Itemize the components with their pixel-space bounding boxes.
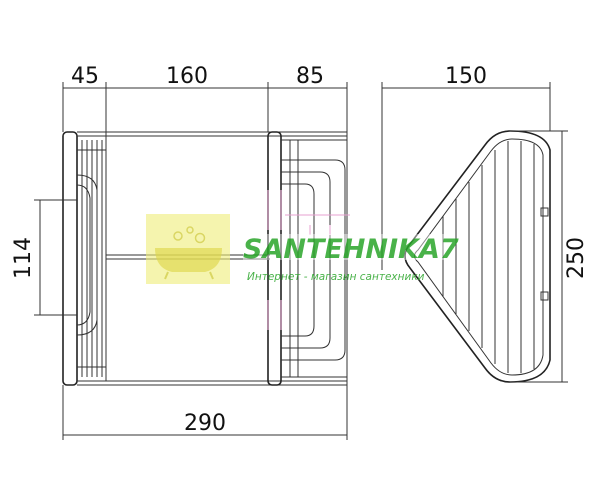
dim-left-height: 114 <box>11 237 36 279</box>
left-basket-wires <box>76 140 106 377</box>
dim-top-right: 85 <box>296 64 324 89</box>
pink-accents <box>267 190 350 330</box>
right-wall-plate <box>267 131 282 386</box>
bathtub-icon <box>155 226 222 280</box>
watermark-subtitle: Интернет - магазин сантехники <box>247 271 425 283</box>
right-basket-wires <box>281 132 348 385</box>
dimension-lines <box>34 82 568 440</box>
front-view <box>62 131 350 386</box>
dim-top-left: 45 <box>71 64 99 89</box>
dim-bottom-width: 290 <box>184 411 226 436</box>
dim-top-side: 150 <box>445 64 487 89</box>
side-view <box>404 130 551 383</box>
watermark: SANTEHNIKA7 Интернет - магазин сантехник… <box>146 214 459 284</box>
side-basket-wires <box>442 141 535 373</box>
left-wall-plate <box>62 131 78 386</box>
watermark-brand: SANTEHNIKA7 <box>243 234 459 265</box>
dim-top-middle: 160 <box>166 64 208 89</box>
dim-right-height: 250 <box>564 237 589 279</box>
